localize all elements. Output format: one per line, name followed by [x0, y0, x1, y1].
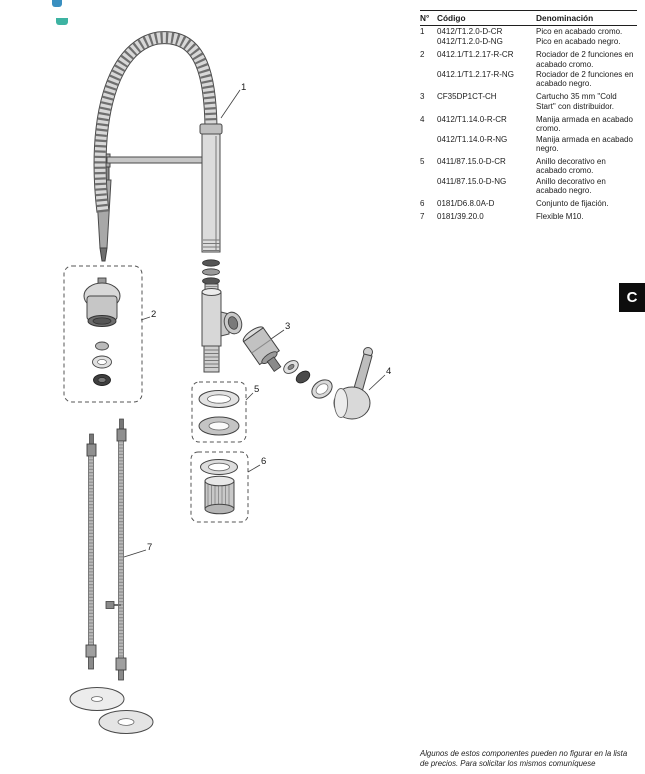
cell-name: Conjunto de fijación.: [536, 199, 609, 209]
cell-code: 0412/T1.2.0-D-CR: [437, 26, 503, 36]
leader-line-1: [220, 89, 241, 119]
callout-7: 7: [147, 542, 152, 553]
body-tee: [201, 283, 243, 373]
table-row: 2 0412.1/T1.2.17-R-CR Rociador de 2 func…: [420, 47, 637, 69]
cell-code: 0412/T1.14.0-R-CR: [437, 114, 507, 124]
callout-4: 4: [386, 366, 391, 377]
leader-line-6: [247, 464, 261, 473]
exploded-diagram: 1 2 3 4 5 6 7: [63, 31, 391, 734]
cell-num: 2: [420, 50, 425, 60]
cell-num: 5: [420, 157, 425, 167]
cell-name: Flexible M10.: [536, 212, 584, 222]
cell-num: [420, 134, 437, 154]
leader-line-7: [123, 549, 147, 558]
table-row: 1 0412/T1.2.0-D-CR Pico en acabado cromo…: [420, 26, 637, 37]
cell-num: [420, 37, 437, 47]
cell-code: 0181/39.20.0: [437, 212, 484, 222]
cell-name: Pico en acabado negro.: [536, 37, 621, 47]
cell-num: 4: [420, 114, 425, 124]
decorative-rings: [198, 390, 240, 436]
table-row: 3 CF35DP1CT-CH Cartucho 35 mm "Cold Star…: [420, 89, 637, 111]
cell-code: 0412.1/T1.2.17-R-NG: [437, 70, 514, 80]
table-row: 0412/T1.14.0-R-NG Manija armada en acaba…: [420, 134, 637, 154]
support-arm: [102, 153, 208, 168]
table-row: 0412.1/T1.2.17-R-NG Rociador de 2 funcio…: [420, 70, 637, 90]
cell-name: Manija armada en acabado cromo.: [536, 114, 633, 134]
dashed-box-decorative-rings: [191, 381, 247, 443]
table-row: 5 0411/87.15.0-D-CR Anillo decorativo en…: [420, 154, 637, 176]
cell-num: [420, 70, 437, 90]
cell-code: 0181/D6.8.0A-D: [437, 199, 495, 209]
callout-6: 6: [261, 456, 266, 467]
logo-shape-blue: [52, 0, 62, 7]
callout-1: 1: [241, 82, 246, 93]
cropped-logo-fragment: [52, 0, 82, 25]
dashed-box-sprayer: [63, 265, 143, 403]
cell-code: 0412/T1.14.0-R-NG: [437, 134, 508, 144]
logo-shape-teal: [56, 18, 68, 25]
cell-code: 0412.1/T1.2.17-R-CR: [437, 50, 514, 60]
sprayer-head-assembly: [83, 277, 121, 386]
leader-line-3: [270, 329, 285, 340]
cell-num: 7: [420, 212, 425, 222]
cell-code: 0411/87.15.0-D-CR: [437, 157, 506, 167]
fixation-set: [200, 459, 238, 515]
section-tab-c: C: [619, 283, 645, 312]
col-header-num: N°: [420, 9, 437, 27]
body-o-rings: [202, 259, 220, 285]
cell-num: 3: [420, 92, 425, 102]
table-row: 0412/T1.2.0-D-NG Pico en acabado negro.: [420, 37, 637, 47]
cell-name: Pico en acabado cromo.: [536, 26, 623, 36]
table-header-row: N° Código Denominación: [420, 9, 637, 27]
callout-3: 3: [285, 321, 290, 332]
cell-name: Manija armada en acabado negro.: [536, 134, 633, 154]
callout-2: 2: [151, 309, 156, 320]
faucet-body-column: [199, 123, 223, 253]
cell-code: 0412/T1.2.0-D-NG: [437, 37, 503, 47]
table-row: 0411/87.15.0-D-NG Anillo decorativo en a…: [420, 176, 637, 196]
leader-line-4: [368, 374, 386, 391]
cell-num: 6: [420, 199, 425, 209]
cell-name: Anillo decorativo en acabado negro.: [536, 176, 606, 196]
handle: [333, 347, 373, 420]
table-row: 4 0412/T1.14.0-R-CR Manija armada en aca…: [420, 112, 637, 134]
dashed-box-fixation-set: [190, 451, 249, 523]
cell-name: Cartucho 35 mm "Cold Start" con distribu…: [536, 92, 617, 111]
parts-table: N° Código Denominación 1 0412/T1.2.0-D-C…: [420, 9, 637, 222]
table-row: 7 0181/39.20.0 Flexible M10.: [420, 209, 637, 222]
cell-name: Anillo decorativo en acabado cromo.: [536, 157, 606, 176]
leader-line-2: [140, 316, 151, 321]
cell-code: 0411/87.15.0-D-NG: [437, 176, 507, 186]
cell-num: 1: [420, 26, 425, 36]
base-plates: [69, 687, 154, 734]
table-row: 6 0181/D6.8.0A-D Conjunto de fijación.: [420, 196, 637, 209]
cartridge-washers: [283, 360, 333, 399]
spring-spout: [93, 31, 218, 213]
col-header-code: Código: [437, 9, 536, 27]
cartridge: [242, 326, 282, 373]
callout-5: 5: [254, 384, 259, 395]
flex-hoses: [85, 418, 127, 681]
cell-name: Rociador de 2 funciones en acabado cromo…: [536, 50, 634, 69]
leader-line-5: [245, 392, 254, 401]
cell-num: [420, 176, 437, 196]
col-header-name: Denominación: [536, 9, 637, 27]
footnote: Algunos de estos componentes pueden no f…: [420, 749, 628, 769]
cell-code: CF35DP1CT-CH: [437, 92, 497, 102]
cell-name: Rociador de 2 funciones en acabado negro…: [536, 70, 634, 89]
